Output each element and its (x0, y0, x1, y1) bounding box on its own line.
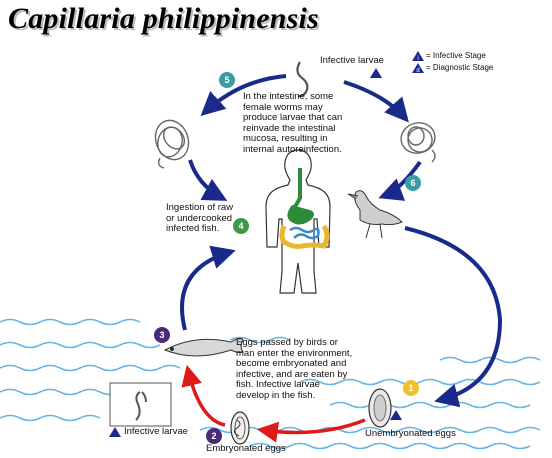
step-6-badge: 6 (405, 175, 421, 191)
label-infective-larvae-bottom: Infective larvae (124, 426, 188, 437)
step-3-badge: 3 (154, 327, 170, 343)
step-2-badge: 2 (206, 428, 222, 444)
human-figure (265, 149, 331, 294)
cycle-arrows (180, 74, 503, 408)
bird-figure (347, 190, 403, 239)
infective-stage-letter: i (417, 56, 418, 61)
label-unembryonated-eggs: Unembryonated eggs (365, 428, 456, 439)
arrow-worm-to-worm (188, 159, 228, 201)
label-ingestion: Ingestion of raw or undercooked infected… (166, 202, 234, 234)
larva-box-worm (135, 391, 147, 421)
diagnostic-stage-icon: d (412, 63, 424, 73)
arrow-autoinfection (200, 74, 287, 117)
step-4-badge: 4 (233, 218, 249, 234)
gut-stomach (287, 205, 314, 225)
coiled-worm-left (154, 119, 190, 169)
legend-infective-label: = Infective Stage (426, 51, 486, 60)
arrow-bird-to-eggs (404, 226, 503, 408)
legend: i = Infective Stage d = Diagnostic Stage (412, 50, 493, 74)
infective-stage-marker-top (370, 68, 382, 78)
arrow-unembryo-to-embryo (256, 418, 366, 443)
label-embryonated-eggs: Embryonated eggs (206, 443, 286, 454)
diagnostic-stage-marker (390, 410, 402, 420)
gut-small-intestine (289, 226, 320, 240)
larva-box (109, 382, 172, 427)
page-title: Capillaria philippinensis (8, 2, 319, 35)
stage-markers (370, 68, 402, 420)
diagnostic-stage-letter: d (416, 68, 419, 73)
water-waves (0, 318, 541, 450)
arrow-to-worm-right (378, 160, 422, 201)
legend-infective: i = Infective Stage (412, 50, 493, 62)
gut-large-intestine (279, 224, 330, 249)
arrow-fish-to-human (180, 245, 236, 331)
step-5-badge: 5 (219, 72, 235, 88)
infective-stage-icon: i (412, 51, 424, 61)
legend-diagnostic-label: = Diagnostic Stage (426, 63, 494, 72)
arrow-embryo-to-fish (181, 364, 226, 427)
fish-figure (163, 337, 244, 357)
egg-unembryonated (368, 388, 392, 428)
label-eggs-passed: Eggs passed by birds or man enter the en… (236, 337, 353, 401)
larva-worm-top (296, 61, 309, 98)
infective-stage-marker-bottom (109, 427, 121, 437)
legend-diagnostic: d = Diagnostic Stage (412, 62, 493, 74)
label-autoinfection: In the intestine, some female worms may … (243, 91, 343, 155)
red-arrows (181, 364, 366, 443)
coiled-worm-right (400, 122, 436, 163)
arrow-larvae-to-intestine (343, 80, 409, 123)
egg-embryonated (230, 411, 250, 445)
step-1-badge: 1 (403, 380, 419, 396)
label-infective-larvae-top: Infective larvae (320, 55, 384, 66)
